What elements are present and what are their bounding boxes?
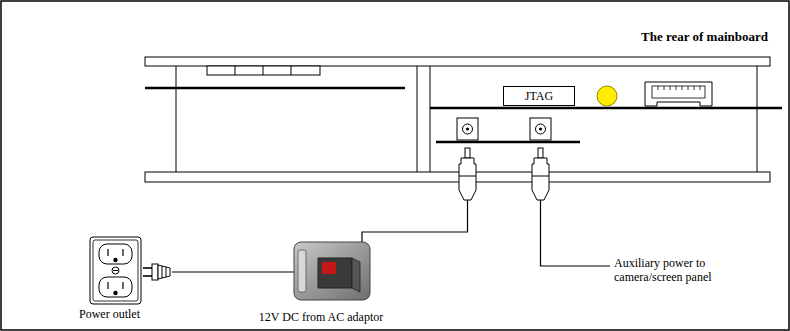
auxiliary-label: Auxiliary power to camera/screen panel (614, 257, 739, 285)
outlet-label: Power outlet (62, 308, 157, 322)
jtag-header: JTAG (503, 86, 575, 106)
diagram-title: The rear of mainboard (641, 30, 768, 45)
node-text: JTAG (525, 89, 553, 104)
adaptor-label: 12V DC from AC adaptor (236, 311, 406, 325)
